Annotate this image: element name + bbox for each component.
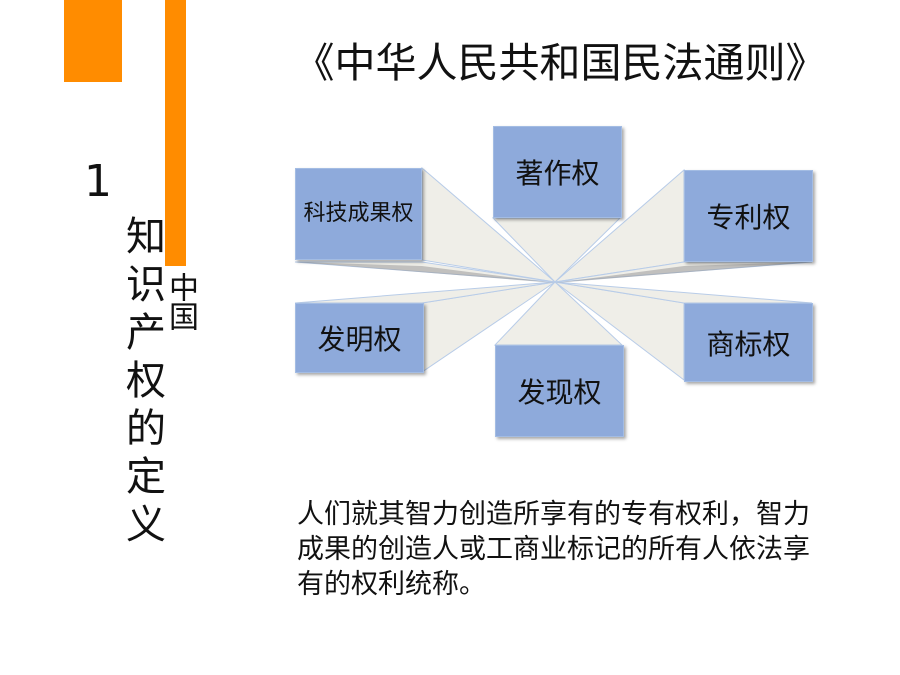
box-patent: 专利权 xyxy=(684,170,813,262)
ray-top-left xyxy=(421,166,557,283)
vertical-title: 知识产权的定义 xyxy=(119,215,165,551)
definition-text: 人们就其智力创造所享有的专有权利，智力成果的创造人或工商业标记的所有人依法享有的… xyxy=(297,499,810,600)
orange-accent-strip xyxy=(165,0,186,266)
box-trademark: 商标权 xyxy=(684,303,813,382)
box-discovery: 发现权 xyxy=(495,345,624,437)
vertical-subtitle: 中国 xyxy=(163,272,198,330)
box-sci-tech-achievement: 科技成果权 xyxy=(295,168,422,260)
box-copyright: 著作权 xyxy=(493,126,622,218)
orange-accent-block xyxy=(64,0,122,82)
slide-title: 《中华人民共和国民法通则》 xyxy=(293,39,827,87)
ray-top xyxy=(491,217,622,283)
box-invention: 发明权 xyxy=(295,303,424,373)
section-number: 1 xyxy=(84,156,112,207)
